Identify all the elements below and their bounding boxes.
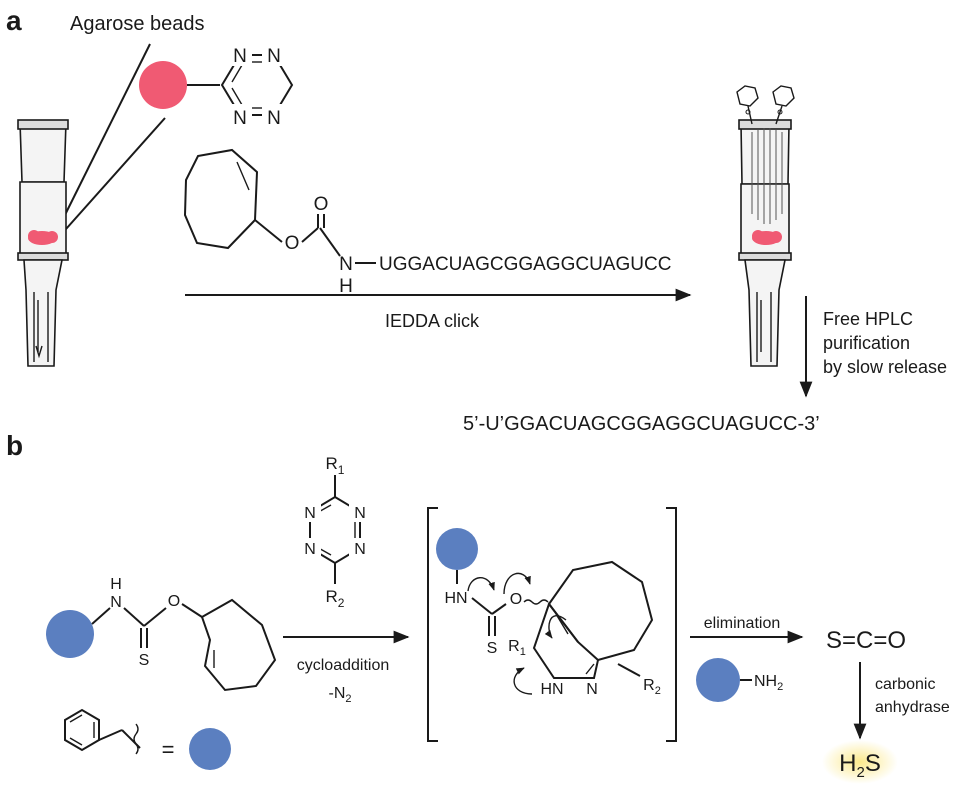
curly-arrow-2 — [503, 572, 531, 595]
reactant-nh-h: H — [110, 576, 122, 593]
bead-blue-legend — [189, 728, 231, 770]
spin-column-left — [17, 119, 69, 367]
bracket-left — [427, 507, 438, 742]
legend-equals: = — [162, 737, 175, 762]
panel-b-label: b — [6, 430, 23, 461]
tco-ring-b — [200, 598, 277, 692]
carbamate-h: H — [339, 276, 353, 297]
intermediate-wavy-bond — [523, 599, 549, 605]
release-label-line2: purification — [823, 333, 910, 353]
tetrazine-b: R1 N N N N R2 — [299, 454, 371, 610]
intermediate-r2: R2 — [643, 677, 661, 697]
intermediate-r1: R1 — [508, 638, 526, 658]
cyclooctane-ring — [547, 560, 654, 662]
zoom-line-upper — [55, 43, 151, 234]
bead-blue-amine — [696, 658, 740, 702]
tetrazine-b-n3: N — [354, 541, 366, 558]
intermediate-n: N — [586, 681, 598, 698]
intermediate-hnn: HN — [540, 681, 563, 698]
h2s-glow — [822, 740, 898, 784]
tetrazine-b-n4: N — [304, 541, 316, 558]
tetrazine-r2: R2 — [326, 587, 345, 610]
tetrazine-n-4: N — [267, 108, 281, 129]
rna-conjugate-sequence: UGGACUAGCGGAGGCUAGUCC — [379, 254, 671, 275]
agarose-beads-label: Agarose beads — [70, 13, 205, 35]
spin-column-right — [736, 85, 795, 367]
tetrazine-b-n1: N — [354, 505, 366, 522]
carbamate-o-ester: O — [285, 233, 300, 254]
product-sequence: 5’-U’GGACUAGCGGAGGCUAGUCC-3’ — [463, 413, 820, 435]
intermediate-s: S — [487, 640, 498, 657]
n2-byproduct: -N2 — [328, 685, 351, 705]
tco-double-bond — [236, 161, 250, 191]
intermediate-structure: HN S O R1 HN N R2 — [436, 528, 661, 698]
amine-label: NH2 — [754, 673, 783, 693]
panel-b: b N H S O = — [6, 430, 950, 784]
release-label-line1: Free HPLC — [823, 309, 913, 329]
dihydropyridazine-ring — [532, 601, 599, 679]
elimination-label: elimination — [704, 615, 780, 632]
wavy-bond — [133, 723, 139, 755]
intermediate-hn: HN — [444, 590, 467, 607]
intermediate-o: O — [510, 591, 522, 608]
bead-legend: = — [64, 708, 231, 770]
agarose-bead-pink — [139, 61, 187, 109]
tetrazine-n-2: N — [267, 46, 281, 67]
bead-blue-intermediate — [436, 528, 478, 570]
curly-arrow-4 — [513, 667, 533, 695]
curly-arrow-3 — [544, 615, 567, 639]
anhydrase-label: anhydrase — [875, 699, 950, 716]
panel-a-label: a — [6, 5, 22, 36]
cos-label: S=C=O — [826, 627, 906, 654]
reactant-s: S — [139, 652, 150, 669]
tetrazine-n-1: N — [233, 46, 247, 67]
immobilized-rna-strands — [751, 128, 783, 224]
carbamate-n: N — [339, 254, 353, 275]
tetrazine-ring-a: N N N N — [220, 42, 294, 129]
curly-arrow-1 — [467, 577, 495, 592]
zoom-line-lower — [57, 117, 166, 239]
reactant-thiocarbamate: N H S O — [46, 576, 277, 692]
panel-a: a Agarose beads N N N N — [6, 5, 947, 435]
carbonic-label: carbonic — [875, 676, 935, 693]
cycloaddition-label: cycloaddition — [297, 657, 390, 674]
tetrazine-r1: R1 — [326, 454, 345, 477]
bead-blue-reactant — [46, 610, 94, 658]
bracket-right — [666, 507, 677, 742]
h2s-label: H2S — [839, 750, 881, 781]
tetrazine-b-n2: N — [304, 505, 316, 522]
release-label-line3: by slow release — [823, 357, 947, 377]
iedda-click-label: IEDDA click — [385, 311, 480, 331]
reactant-o: O — [168, 593, 180, 610]
tetrazine-n-3: N — [233, 108, 247, 129]
carbamate-o-carbonyl: O — [314, 194, 329, 215]
reactant-n: N — [110, 594, 122, 611]
tco-caps-drawing — [736, 85, 795, 125]
tco-carbamate-structure: O O N H UGGACUAGCGGAGGCUAGUCC — [183, 148, 671, 297]
